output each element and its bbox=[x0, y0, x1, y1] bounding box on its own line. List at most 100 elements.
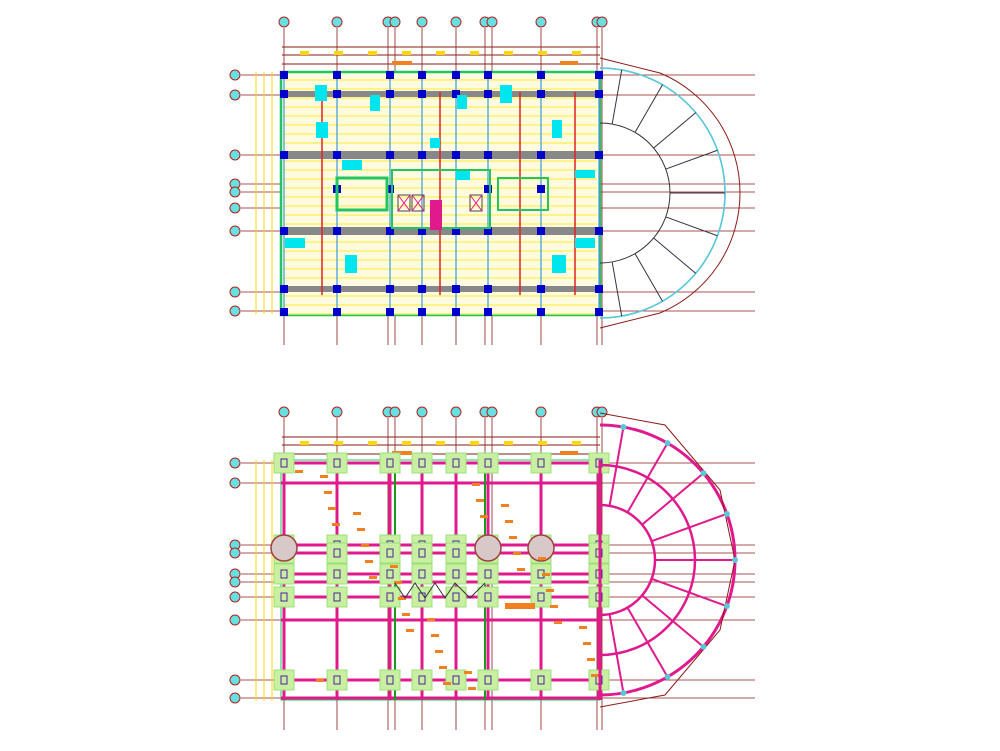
axis-bubble bbox=[229, 286, 241, 298]
elevator-shaft bbox=[397, 194, 411, 212]
axis-bubble bbox=[416, 406, 428, 418]
label-tag bbox=[392, 61, 412, 65]
column bbox=[333, 308, 341, 316]
column bbox=[418, 90, 426, 98]
column-stub bbox=[333, 675, 341, 685]
radial-rib bbox=[665, 149, 718, 170]
label-tag bbox=[517, 568, 525, 571]
bracing bbox=[394, 582, 486, 599]
label-tag bbox=[480, 515, 488, 518]
column bbox=[484, 151, 492, 159]
radial-node bbox=[620, 424, 627, 431]
shaft-cross bbox=[411, 194, 425, 212]
column-stub bbox=[452, 548, 460, 558]
axis-bubble bbox=[596, 16, 608, 28]
column bbox=[386, 151, 394, 159]
dimension-text-tag bbox=[300, 51, 309, 55]
column bbox=[280, 285, 288, 293]
column-stub bbox=[452, 569, 460, 579]
column bbox=[537, 227, 545, 235]
label-tag bbox=[369, 576, 377, 579]
pile-cap bbox=[474, 534, 502, 562]
column-stub bbox=[386, 458, 394, 468]
column bbox=[386, 71, 394, 79]
dimension-text-tag bbox=[538, 441, 547, 445]
column bbox=[537, 285, 545, 293]
footing-pad bbox=[445, 452, 467, 474]
dimension-text-tag bbox=[402, 441, 411, 445]
footing-pad bbox=[326, 563, 348, 585]
axis-bubble bbox=[229, 149, 241, 161]
axis-bubble bbox=[229, 89, 241, 101]
label-tag bbox=[591, 674, 599, 677]
column bbox=[280, 90, 288, 98]
footing-pad bbox=[379, 669, 401, 691]
column bbox=[595, 227, 603, 235]
opening bbox=[457, 95, 467, 109]
label-tag bbox=[365, 560, 373, 563]
radial-beam bbox=[641, 472, 705, 526]
axis-bubble bbox=[278, 406, 290, 418]
label-tag bbox=[324, 491, 332, 494]
axis-bubble bbox=[229, 305, 241, 317]
column-stub bbox=[452, 675, 460, 685]
opening bbox=[315, 85, 327, 101]
column bbox=[484, 185, 492, 193]
elevator-shaft bbox=[411, 194, 425, 212]
label-tag bbox=[560, 61, 578, 65]
label-tag bbox=[476, 499, 484, 502]
axis-bubble bbox=[535, 16, 547, 28]
label-tag bbox=[316, 679, 324, 682]
radial-beam bbox=[651, 512, 728, 543]
radial-rib bbox=[611, 69, 623, 125]
column bbox=[484, 71, 492, 79]
label-tag bbox=[328, 507, 336, 510]
column bbox=[418, 151, 426, 159]
dimension-text-tag bbox=[470, 441, 479, 445]
column bbox=[537, 308, 545, 316]
label-tag bbox=[579, 626, 587, 629]
footing-pad bbox=[530, 563, 552, 585]
column bbox=[537, 185, 545, 193]
stair-core bbox=[497, 177, 549, 211]
label-tag bbox=[402, 613, 410, 616]
column-stub bbox=[452, 592, 460, 602]
column bbox=[537, 71, 545, 79]
axis-bubble bbox=[486, 406, 498, 418]
axis-bubble bbox=[229, 186, 241, 198]
axis-bubble bbox=[450, 406, 462, 418]
radial-beam bbox=[651, 577, 728, 608]
column bbox=[333, 90, 341, 98]
column bbox=[537, 90, 545, 98]
footing-pad bbox=[379, 563, 401, 585]
label-tag bbox=[505, 520, 513, 523]
footing-pad bbox=[411, 669, 433, 691]
shaft-cross bbox=[469, 194, 483, 212]
column bbox=[386, 185, 394, 193]
shaft-cross bbox=[397, 194, 411, 212]
radial-rib bbox=[653, 112, 697, 149]
label-tag bbox=[542, 573, 550, 576]
dimension-text-tag bbox=[368, 51, 377, 55]
opening bbox=[342, 160, 362, 170]
column bbox=[333, 71, 341, 79]
column bbox=[386, 227, 394, 235]
column-stub bbox=[280, 458, 288, 468]
radial-node bbox=[700, 470, 707, 477]
column-stub bbox=[333, 548, 341, 558]
radial-node bbox=[723, 510, 730, 517]
axis-bubble bbox=[229, 69, 241, 81]
axis-bubble bbox=[229, 547, 241, 559]
label-tag bbox=[464, 671, 472, 674]
footing-pad bbox=[445, 669, 467, 691]
radial-beam bbox=[641, 594, 705, 648]
column bbox=[386, 308, 394, 316]
opening bbox=[345, 255, 357, 273]
footing-pad bbox=[326, 669, 348, 691]
axis-bubble bbox=[229, 674, 241, 686]
column-stub bbox=[386, 548, 394, 558]
label-tag bbox=[443, 682, 451, 685]
foundation-beam-plan bbox=[229, 406, 755, 730]
opening bbox=[456, 170, 470, 180]
